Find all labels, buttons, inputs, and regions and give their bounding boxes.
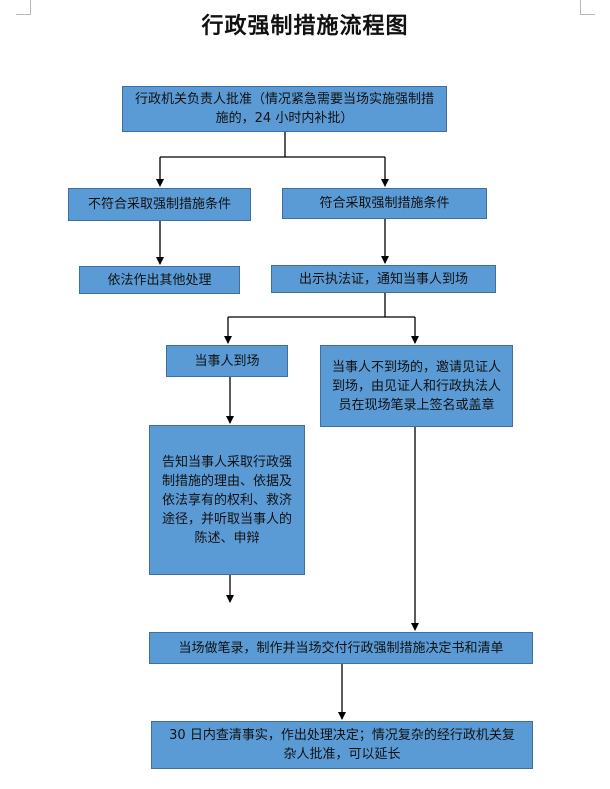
final-decision-text: 30 日内查清事实，作出处理决定；情况复杂的经行政机关复杂人批准，可以延长 — [169, 728, 515, 762]
inform-party-text: 告知当事人采取行政强制措施的理由、依据及依法享有的权利、救济途径，并听取当事人的… — [161, 454, 292, 546]
show-certificate-text: 出示执法证，通知当事人到场 — [298, 271, 468, 287]
page-corner-mark-left — [16, 0, 31, 15]
final-decision-box: 30 日内查清事实，作出处理决定；情况复杂的经行政机关复杂人批准，可以延长 — [151, 721, 533, 769]
inform-party-box: 告知当事人采取行政强制措施的理由、依据及依法享有的权利、救济途径，并听取当事人的… — [149, 425, 305, 575]
party-absent-text: 当事人不到场的，邀请见证人到场，由见证人和行政执法人员在现场笔录上签名或盖章 — [331, 359, 501, 413]
not-meet-conditions-box: 不符合采取强制措施条件 — [68, 188, 251, 221]
show-certificate-box: 出示执法证，通知当事人到场 — [271, 265, 496, 293]
other-handling-box: 依法作出其他处理 — [79, 266, 240, 294]
approval-box: 行政机关负责人批准（情况紧急需要当场实施强制措施的，24 小时内补批） — [122, 86, 447, 132]
party-present-box: 当事人到场 — [166, 345, 288, 377]
other-handling-text: 依法作出其他处理 — [107, 272, 212, 288]
meet-conditions-text: 符合采取强制措施条件 — [319, 196, 450, 211]
page-corner-mark-right — [580, 0, 595, 15]
on-site-record-text: 当场做笔录，制作并当场交付行政强制措施决定书和清单 — [178, 640, 504, 656]
meet-conditions-box: 符合采取强制措施条件 — [282, 188, 487, 219]
not-meet-conditions-text: 不符合采取强制措施条件 — [87, 197, 231, 212]
approval-text: 行政机关负责人批准（情况紧急需要当场实施强制措施的，24 小时内补批） — [134, 92, 434, 126]
party-present-text: 当事人到场 — [194, 353, 260, 369]
page-title: 行政强制措施流程图 — [201, 14, 409, 39]
on-site-record-box: 当场做笔录，制作并当场交付行政强制措施决定书和清单 — [149, 632, 533, 664]
party-absent-box: 当事人不到场的，邀请见证人到场，由见证人和行政执法人员在现场笔录上签名或盖章 — [320, 345, 513, 427]
